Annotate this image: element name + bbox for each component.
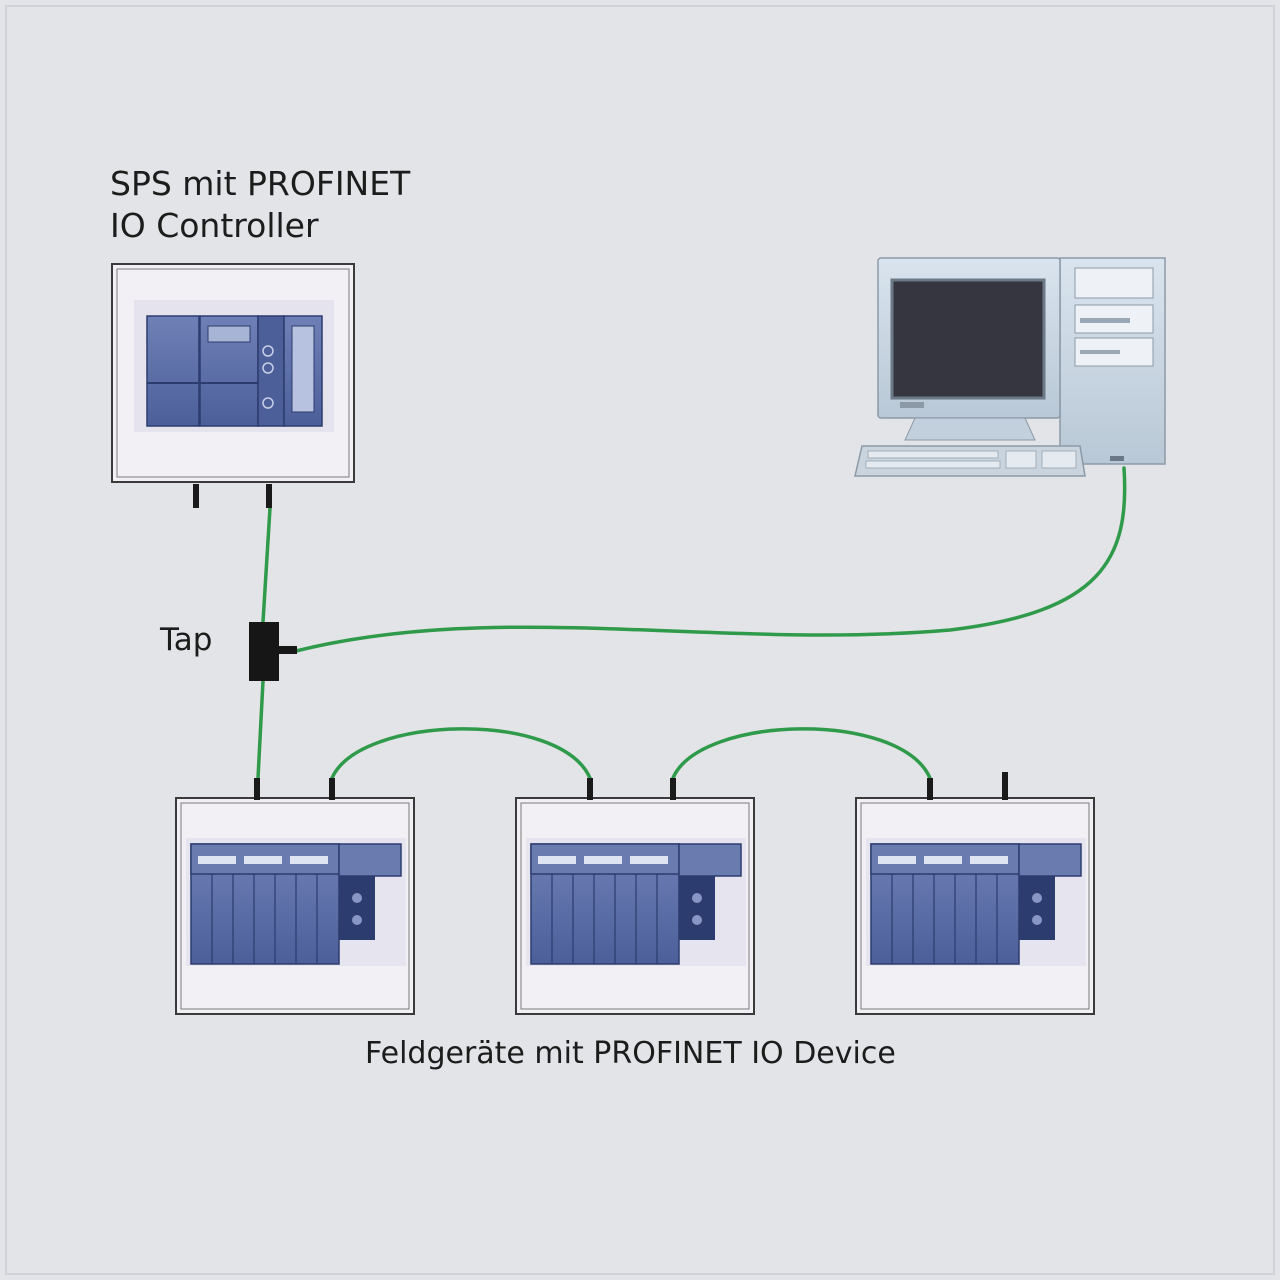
- cable-tap-to-pc: [294, 466, 1127, 653]
- cable-device-1-to-device-2: [330, 727, 592, 780]
- io-device-3: [855, 772, 1095, 1015]
- cables: [256, 466, 1127, 780]
- plc-controller-icon: [146, 315, 323, 427]
- io-device-icon: [530, 843, 742, 965]
- network-tap-icon: [249, 622, 279, 681]
- computer-workstation-icon: [854, 257, 1166, 477]
- devices-caption: Feldgeräte mit PROFINET IO Device: [365, 1036, 896, 1071]
- cable-tap-to-device-1: [256, 679, 265, 780]
- io-device-2: [515, 778, 755, 1015]
- io-device-icon: [870, 843, 1082, 965]
- io-device-icon: [190, 843, 402, 965]
- io-device-1: [175, 778, 415, 1015]
- network-tap: [249, 622, 297, 681]
- controller-subtitle: IO Controller: [110, 206, 319, 245]
- tap-label: Tap: [160, 622, 213, 658]
- cable-controller-to-tap: [261, 506, 272, 624]
- cable-device-2-to-device-3: [671, 727, 932, 780]
- plc-controller: [111, 263, 355, 508]
- controller-title: SPS mit PROFINET: [110, 164, 411, 203]
